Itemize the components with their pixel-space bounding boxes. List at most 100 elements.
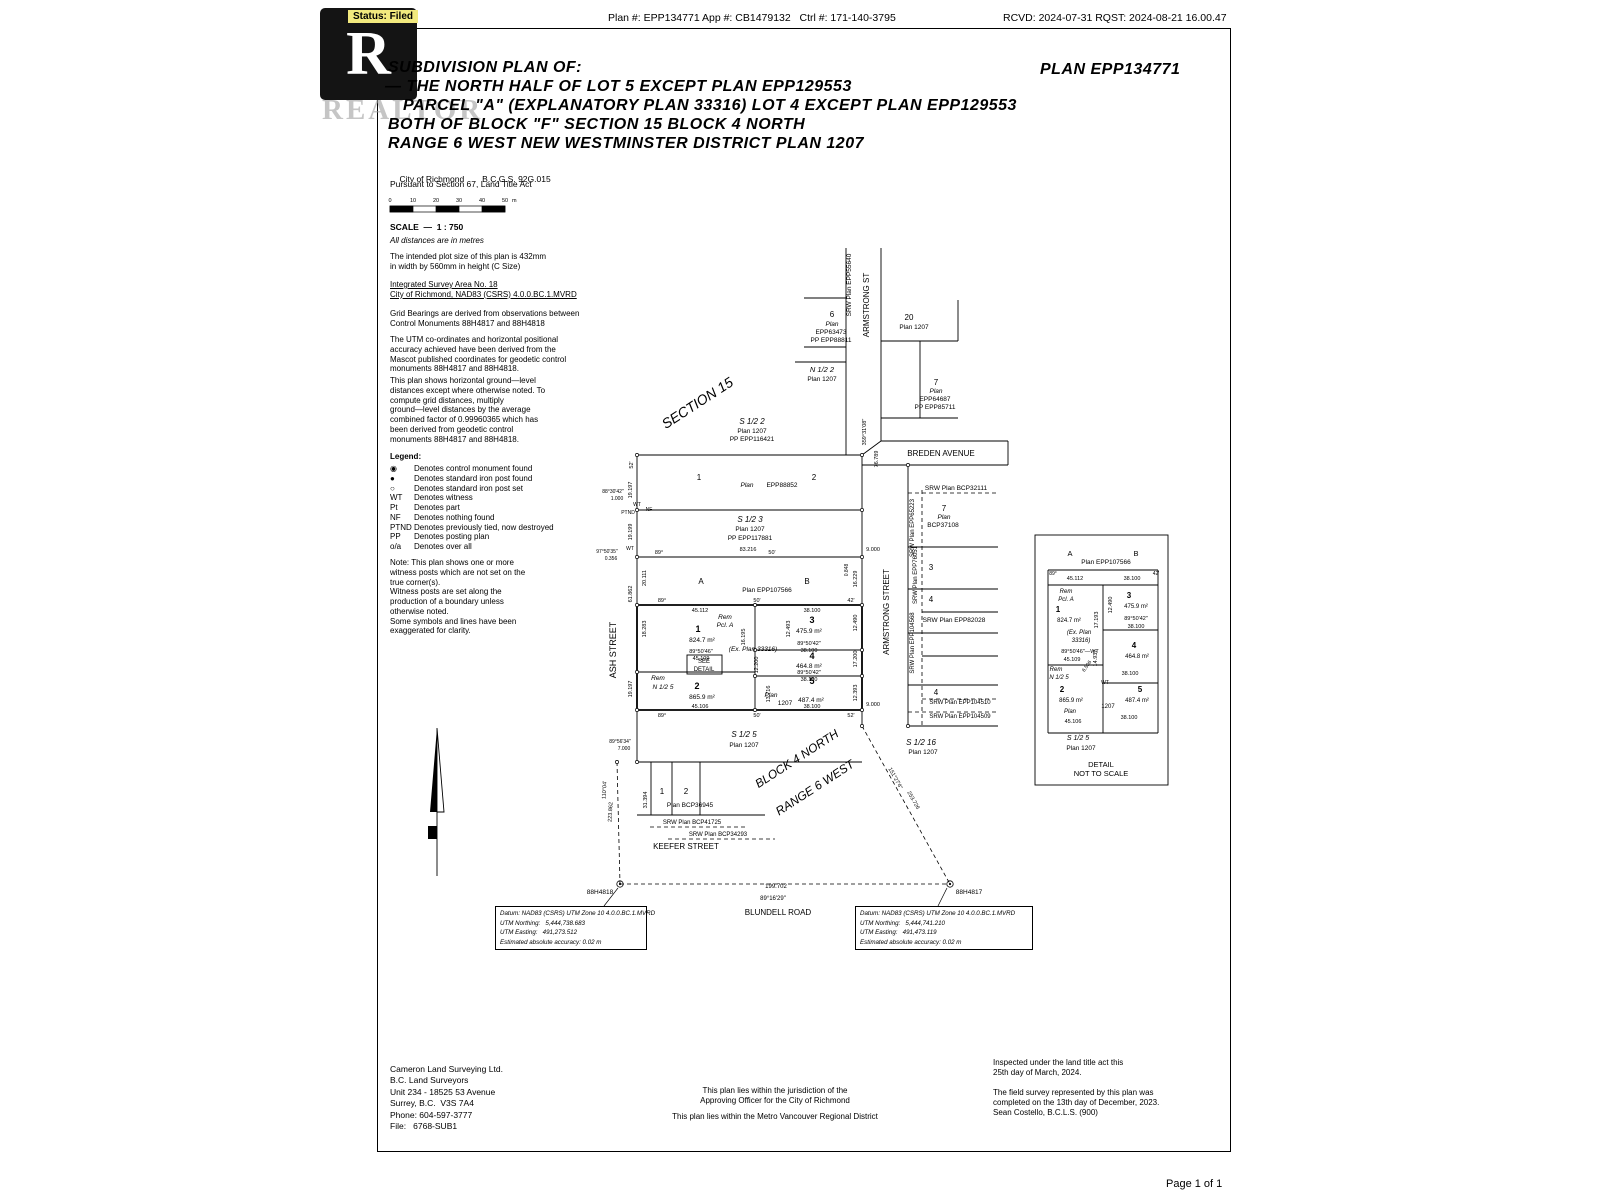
text-line: accuracy achieved have been derived from… xyxy=(390,344,556,354)
legend-symbol: ◉ xyxy=(390,464,397,473)
text-line: Some symbols and lines have been xyxy=(390,616,517,626)
legend-symbol: ○ xyxy=(390,483,395,493)
text-line: Datum: NAD83 (CSRS) UTM Zone 10 4.0.0.BC… xyxy=(500,910,656,917)
legend-symbol: Pt xyxy=(390,503,398,512)
legend-text: Denotes part xyxy=(414,503,460,512)
text-line: distances except where otherwise noted. … xyxy=(390,385,546,395)
distances-note: All distances are in metres xyxy=(390,236,484,245)
text-line: UTM Northing: 5,444,741.210 xyxy=(860,919,945,927)
text-line: true corner(s). xyxy=(390,577,441,587)
legend-text: Denotes posting plan xyxy=(414,532,490,542)
plan-sheet-border xyxy=(377,28,1231,1152)
text-line: Estimated absolute accuracy: 0.02 m xyxy=(860,938,962,946)
field-survey-note: The field survey represented by this pla… xyxy=(993,1088,1159,1117)
legend-text: Denotes witness xyxy=(414,493,473,503)
title-line-4: BOTH OF BLOCK "F" SECTION 15 BLOCK 4 NOR… xyxy=(388,116,806,133)
text-line: production of a boundary unless xyxy=(390,597,504,606)
legend-item: ● Denotes standard iron post found xyxy=(390,474,554,484)
legend-symbol: o/a xyxy=(390,542,402,551)
title-line-5: RANGE 6 WEST NEW WESTMINSTER DISTRICT PL… xyxy=(388,135,864,152)
jurisdiction-note: This plan lies within the jurisdiction o… xyxy=(655,1086,895,1106)
legend-text: Denotes nothing found xyxy=(414,512,495,522)
page-number: Page 1 of 1 xyxy=(1166,1178,1223,1190)
text-line: completed on the 13th day of December, 2… xyxy=(993,1097,1160,1107)
text-line: City of Richmond, NAD83 (CSRS) 4.0.0.BC.… xyxy=(390,289,577,299)
legend-text: Denotes standard iron post set xyxy=(414,483,523,493)
text-line: Mascot published coordinates for geodeti… xyxy=(390,354,567,364)
legend-list: ◉ Denotes control monument found ● Denotes … xyxy=(390,464,554,552)
text-line: This plan shows horizontal ground—level xyxy=(390,376,536,385)
legend-title: Legend: xyxy=(390,452,422,461)
legend-text: Denotes control monument found xyxy=(414,464,533,473)
text-line: exaggerated for clarity. xyxy=(390,626,471,636)
title-line-3: PARCEL "A" (EXPLANATORY PLAN 33316) LOT … xyxy=(403,97,1017,114)
plot-size-note: The intended plot size of this plan is 4… xyxy=(390,252,546,272)
text-line: Datum: NAD83 (CSRS) UTM Zone 10 4.0.0.BC… xyxy=(860,910,1016,917)
text-line: monuments 88H4817 and 88H4818. xyxy=(390,364,519,374)
text-line: Note: This plan shows one or more xyxy=(390,558,514,567)
text-line: Cameron Land Surveying Ltd. xyxy=(390,1064,503,1074)
legend-text: Denotes standard iron post found xyxy=(414,473,533,483)
text-line: monuments 88H4817 and 88H4818. xyxy=(390,434,519,444)
city-name: City of Richmond xyxy=(399,174,465,185)
text-line: Control Monuments 88H4817 and 88H4818 xyxy=(390,318,545,328)
datum-box-right: Datum: NAD83 (CSRS) UTM Zone 10 4.0.0.BC… xyxy=(855,906,1033,951)
text-line: Unit 234 - 18525 53 Avenue xyxy=(390,1086,496,1097)
text-line: in width by 560mm in height (C Size) xyxy=(390,261,521,271)
title-line-2: — THE NORTH HALF OF LOT 5 EXCEPT PLAN EP… xyxy=(385,78,852,95)
text-line: Approving Officer for the City of Richmo… xyxy=(700,1095,850,1105)
legend-symbol: PTND xyxy=(390,522,412,532)
legend-text: Denotes previously tied, now destroyed xyxy=(414,522,554,532)
legend-symbol: ● xyxy=(390,473,395,483)
bcgs-ref: B.C.G.S. 92G.015 xyxy=(482,174,551,185)
text-line: The field survey represented by this pla… xyxy=(993,1088,1154,1097)
plan-number: PLAN EPP134771 xyxy=(1040,61,1181,78)
legend-text: Denotes over all xyxy=(414,542,472,551)
text-line: This plan lies within the jurisdiction o… xyxy=(702,1086,848,1095)
scale-text: SCALE — 1 : 750 xyxy=(390,222,464,232)
text-line: Surrey, B.C. V3S 7A4 xyxy=(390,1098,474,1109)
realtor-logo-letter: R xyxy=(346,19,391,88)
legend-item: o/a Denotes over all xyxy=(390,542,554,552)
text-line: UTM Easting: 491,273.512 xyxy=(500,929,578,937)
text-line: otherwise noted. xyxy=(390,606,449,616)
text-line: Phone: 604-597-3777 xyxy=(390,1109,473,1120)
legend-item: ◉ Denotes control monument found xyxy=(390,464,554,474)
city-line: City of Richmond B.C.G.S. 92G.015 xyxy=(390,164,551,195)
metro-district-note: This plan lies within the Metro Vancouve… xyxy=(672,1112,878,1121)
pursuant-line: Pursuant to Section 67, Land Title Act xyxy=(390,179,532,189)
text-line: Witness posts are set along the xyxy=(390,587,502,597)
text-line: Grid Bearings are derived from observati… xyxy=(390,309,580,318)
text-line: been derived from geodetic control xyxy=(390,424,514,434)
text-line: UTM Northing: 5,444,738.683 xyxy=(500,919,585,927)
grid-bearings-note: Grid Bearings are derived from observati… xyxy=(390,309,579,329)
text-line: The UTM co-ordinates and horizontal posi… xyxy=(390,335,559,344)
text-line: Integrated Survey Area No. 18 xyxy=(390,280,498,289)
text-line: B.C. Land Surveyors xyxy=(390,1075,469,1086)
legend-symbol: PP xyxy=(390,532,401,542)
legend-symbol: WT xyxy=(390,493,403,503)
text-line: compute grid distances, multiply xyxy=(390,395,504,405)
header-plan-ids: Plan #: EPP134771 App #: CB1479132 Ctrl … xyxy=(608,12,896,24)
text-line: witness posts which are not set on the xyxy=(390,567,526,577)
status-badge: Status: Filed xyxy=(348,10,419,23)
text-line: 25th day of March, 2024. xyxy=(993,1067,1082,1077)
datum-box-left: Datum: NAD83 (CSRS) UTM Zone 10 4.0.0.BC… xyxy=(495,906,656,951)
surveyor-company-block: Cameron Land Surveying Ltd.B.C. Land Sur… xyxy=(390,1064,503,1133)
header-received: RCVD: 2024-07-31 RQST: 2024-08-21 16.00.… xyxy=(1003,12,1227,24)
text-line: ground—level distances by the average xyxy=(390,405,531,415)
text-line: UTM Easting: 491,473.119 xyxy=(860,929,937,937)
text-line: The intended plot size of this plan is 4… xyxy=(390,252,547,261)
legend-item: WT Denotes witness xyxy=(390,493,554,503)
utm-note: The UTM co-ordinates and horizontal posi… xyxy=(390,335,566,374)
text-line: File: 6768-SUB1 xyxy=(390,1121,458,1132)
legend-item: PP Denotes posting plan xyxy=(390,532,554,542)
text-line: Inspected under the land title act this xyxy=(993,1058,1124,1067)
